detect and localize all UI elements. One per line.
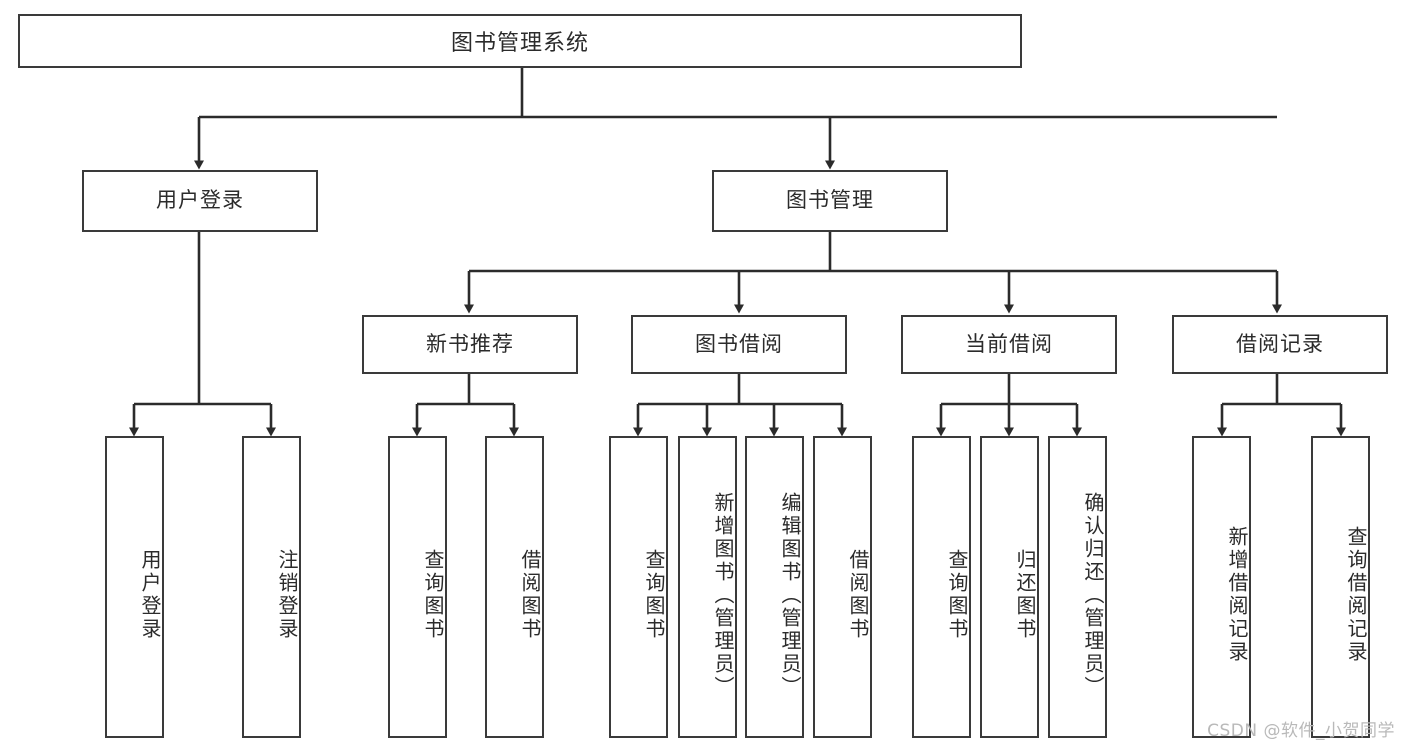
node-label: 注销登录 xyxy=(275,549,299,641)
node-label: 图书管理系统 xyxy=(450,31,589,56)
node-book-management[interactable]: 图书管理 xyxy=(712,170,948,232)
node-root-system[interactable]: 图书管理系统 xyxy=(18,14,1022,68)
leaf-user-login[interactable]: 用户登录 xyxy=(105,436,164,738)
node-user-login[interactable]: 用户登录 xyxy=(82,170,318,232)
node-label: 查询图书 xyxy=(421,549,445,641)
node-label: 新增图书（管理员） xyxy=(711,491,735,699)
node-label: 新增借阅记录 xyxy=(1225,526,1249,664)
node-label: 借阅图书 xyxy=(518,549,542,641)
leaf-user-logout[interactable]: 注销登录 xyxy=(242,436,301,738)
node-label: 归还图书 xyxy=(1013,549,1037,641)
node-label: 用户登录 xyxy=(156,188,244,213)
leaf-current-confirm-return-admin[interactable]: 确认归还（管理员） xyxy=(1048,436,1107,738)
node-book-borrow[interactable]: 图书借阅 xyxy=(631,315,847,374)
node-borrow-record[interactable]: 借阅记录 xyxy=(1172,315,1388,374)
node-label: 借阅记录 xyxy=(1236,331,1324,356)
leaf-borrow-add-book-admin[interactable]: 新增图书（管理员） xyxy=(678,436,737,738)
leaf-record-query-record[interactable]: 查询借阅记录 xyxy=(1311,436,1370,738)
leaf-borrow-query-book[interactable]: 查询图书 xyxy=(609,436,668,738)
node-label: 查询借阅记录 xyxy=(1344,526,1368,664)
node-label: 查询图书 xyxy=(642,549,666,641)
leaf-record-add-record[interactable]: 新增借阅记录 xyxy=(1192,436,1251,738)
node-label: 用户登录 xyxy=(138,549,162,641)
leaf-current-query-book[interactable]: 查询图书 xyxy=(912,436,971,738)
node-label: 图书借阅 xyxy=(695,331,783,356)
leaf-newbook-query-book[interactable]: 查询图书 xyxy=(388,436,447,738)
leaf-borrow-borrow-book[interactable]: 借阅图书 xyxy=(813,436,872,738)
node-label: 借阅图书 xyxy=(846,549,870,641)
node-current-borrow[interactable]: 当前借阅 xyxy=(901,315,1117,374)
node-label: 新书推荐 xyxy=(426,331,514,356)
leaf-borrow-edit-book-admin[interactable]: 编辑图书（管理员） xyxy=(745,436,804,738)
node-label: 确认归还（管理员） xyxy=(1081,491,1105,699)
leaf-newbook-borrow-book[interactable]: 借阅图书 xyxy=(485,436,544,738)
node-label: 图书管理 xyxy=(786,188,874,213)
watermark-text: CSDN @软件_小贺同学 xyxy=(1207,721,1395,741)
node-label: 当前借阅 xyxy=(965,331,1053,356)
leaf-current-return-book[interactable]: 归还图书 xyxy=(980,436,1039,738)
node-new-book-recommend[interactable]: 新书推荐 xyxy=(362,315,578,374)
node-label: 查询图书 xyxy=(945,549,969,641)
node-label: 编辑图书（管理员） xyxy=(778,491,802,699)
